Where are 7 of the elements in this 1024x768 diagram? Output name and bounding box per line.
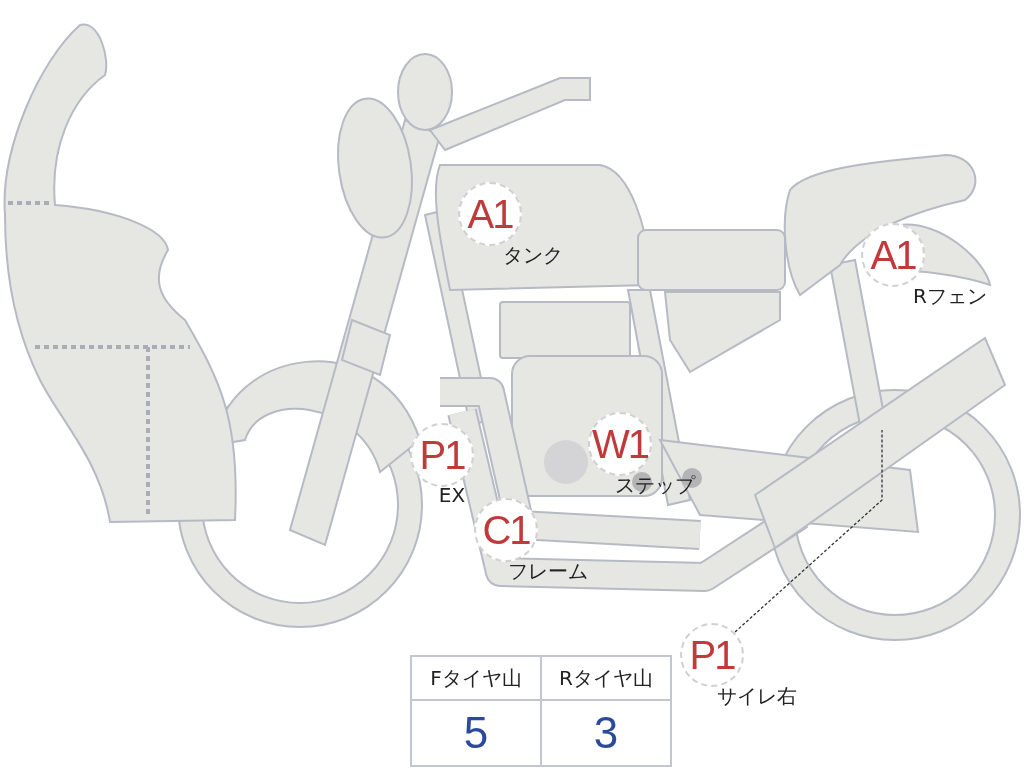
header-cell: Rタイヤ山 xyxy=(541,656,671,700)
value-cell: 5 xyxy=(411,700,541,766)
leader-line xyxy=(734,429,883,633)
callout-circle: P1 xyxy=(680,623,744,687)
callout-circle: A1 xyxy=(861,223,925,287)
value-cell: 3 xyxy=(541,700,671,766)
header-cell: Fタイヤ山 xyxy=(411,656,541,700)
